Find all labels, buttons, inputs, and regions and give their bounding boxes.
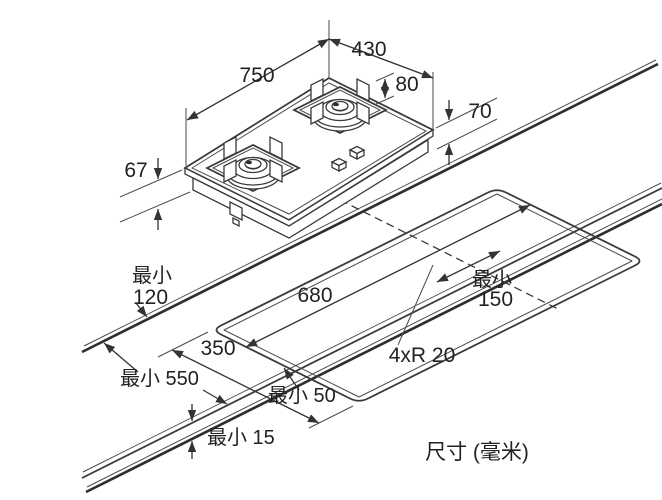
dim-min-side-gap-arrow [283,367,300,391]
dim-cutout-width [157,331,354,429]
dim-label-cutout-length: 680 [297,284,332,307]
label-min-clearance-left-line1: 最小 [132,264,172,287]
hob-mounting-bracket [229,200,243,228]
hob-casing [192,138,429,239]
dim-label-hob-width: 750 [239,64,274,87]
label-min-side-gap: 最小 50 [268,384,336,407]
label-min-worktop-depth: 最小 550 [120,367,199,390]
dim-hob-height-right [435,97,498,165]
label-min-front-gap: 最小 15 [207,426,275,449]
dim-label-hob-height-right: 70 [468,100,491,123]
furniture-edge-lower [85,198,662,494]
label-min-clearance-left-line2: 120 [133,286,168,309]
dim-label-hob-depth: 430 [351,38,386,61]
control-knob-right [348,145,366,161]
dim-label-hob-height-left: 67 [124,159,147,182]
hob-drawing [183,76,435,239]
dim-hob-height-left [119,158,191,230]
dim-label-burner-offset: 80 [395,73,418,96]
hob-glass-edge [184,128,434,227]
dim-cutout-length [245,204,531,348]
dim-min-clearance-left-arrow [135,302,148,318]
dim-burner-offset [375,72,395,105]
label-min-clearance-right-line2: 150 [478,288,513,311]
label-corner-radius: 4xR 20 [389,344,456,367]
control-knob-left [330,157,348,173]
dim-min-clearance-right [436,250,501,283]
dim-hob-depth [328,38,434,132]
label-units-note: 尺寸 (毫米) [425,441,529,464]
burner-left [204,135,302,193]
dim-label-cutout-width: 350 [200,337,235,360]
dim-min-worktop-depth-arrows [103,342,228,405]
label-min-clearance-right-line1: 最小 [472,268,512,291]
